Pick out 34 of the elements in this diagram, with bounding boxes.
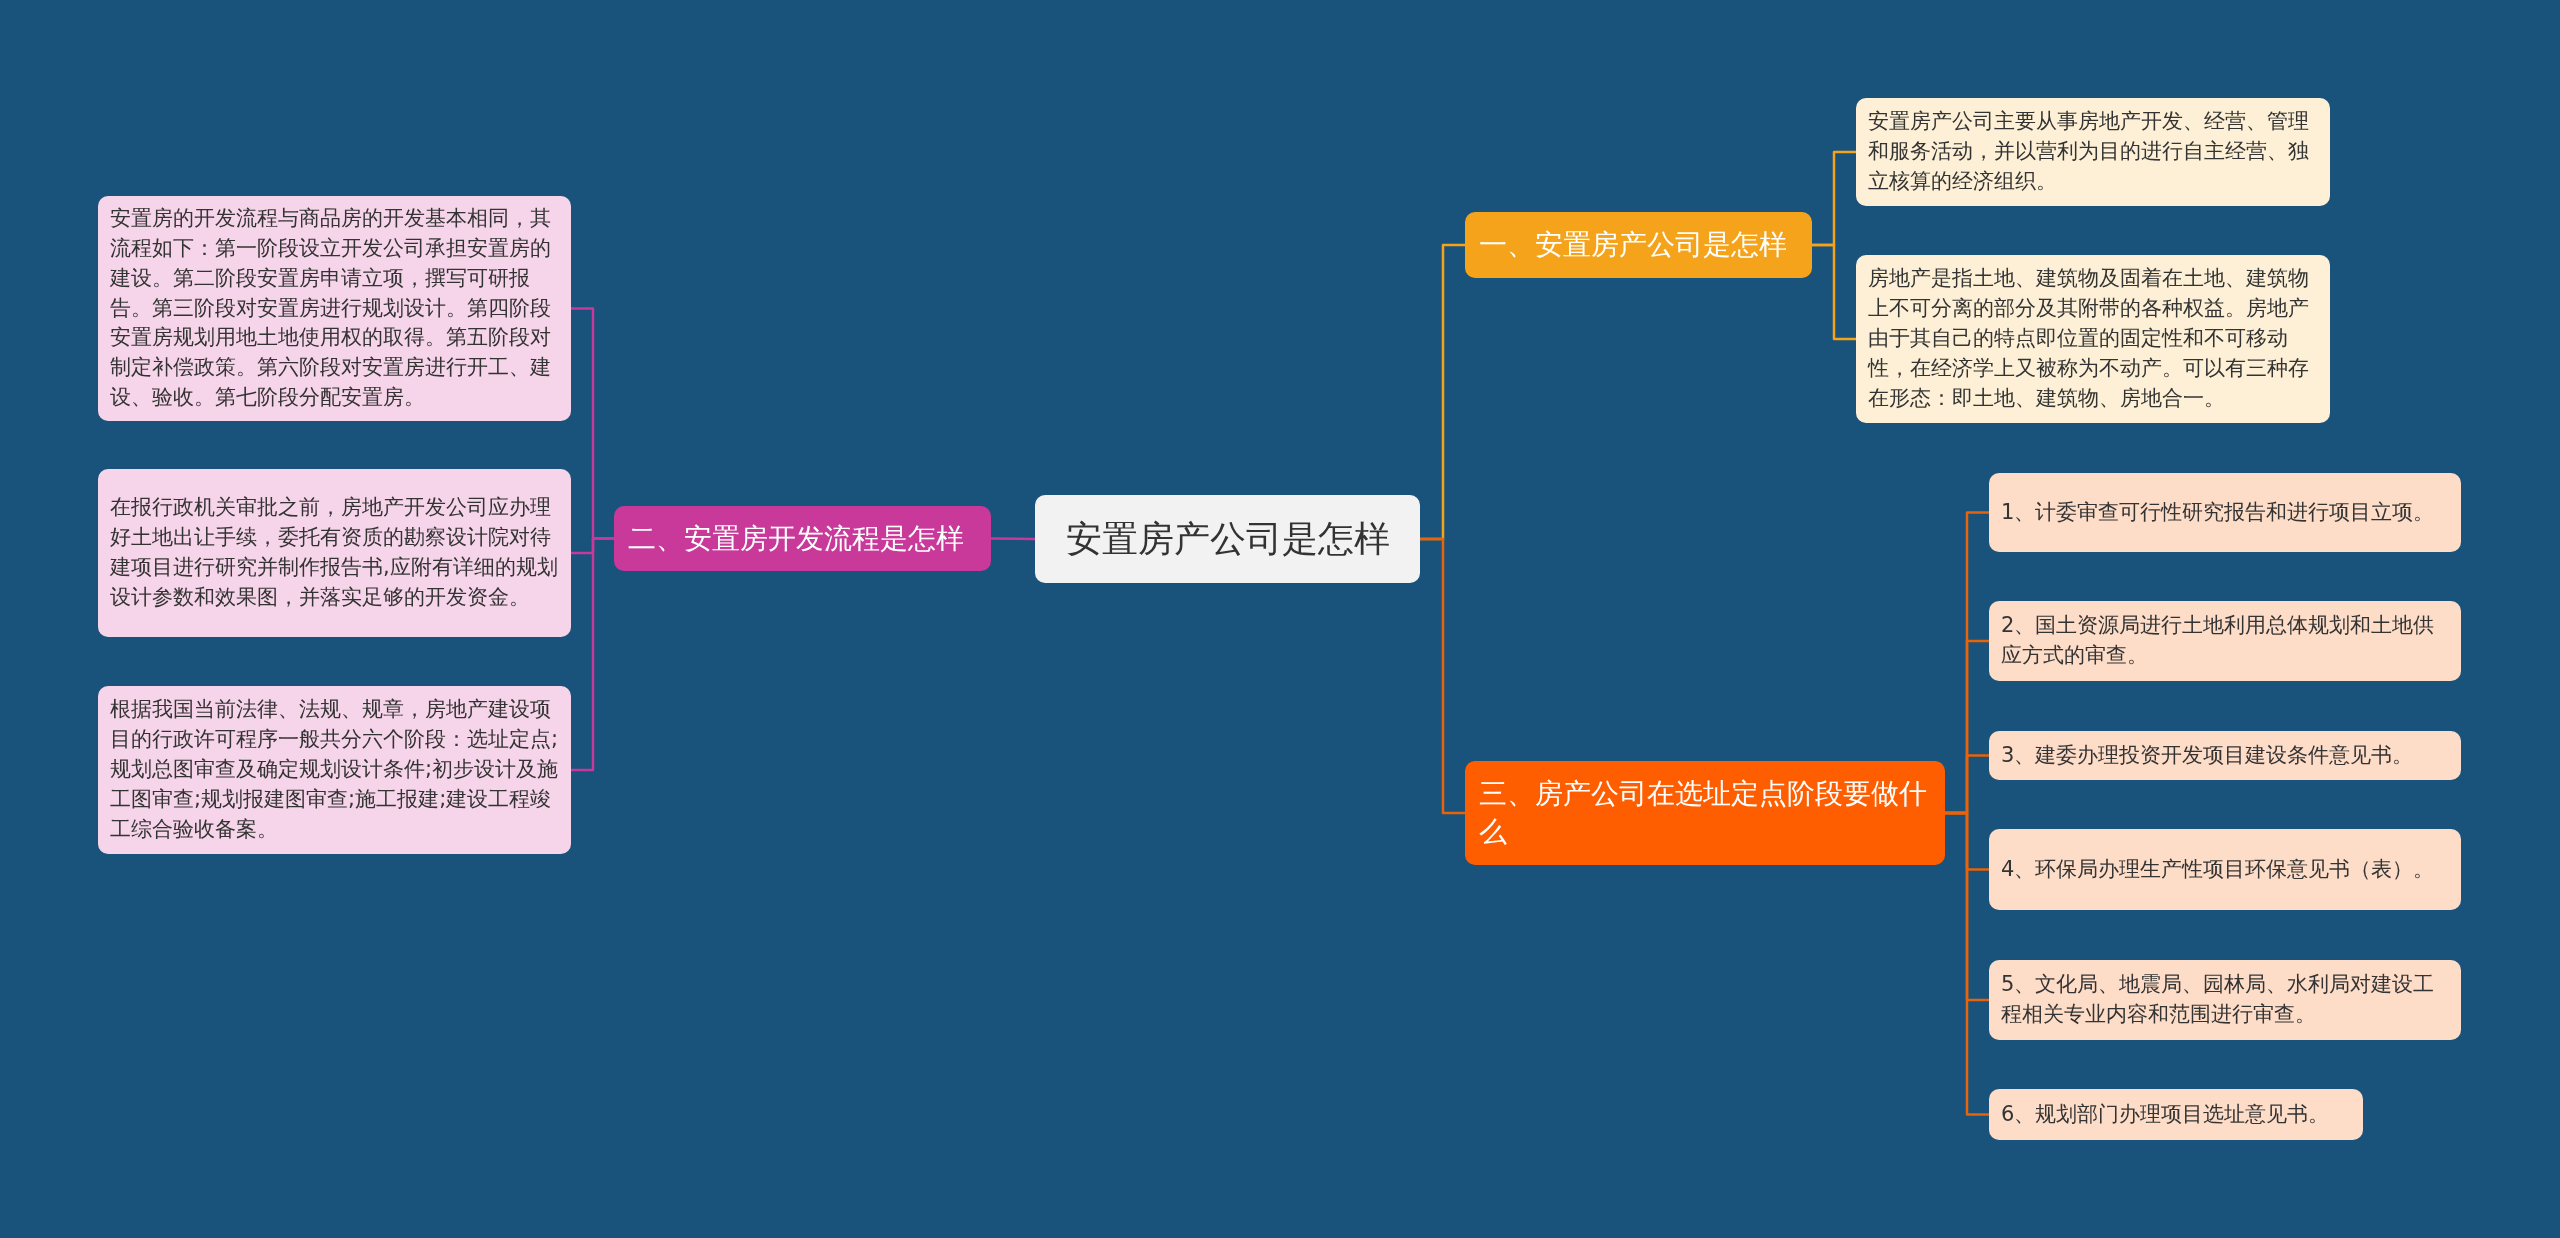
note-card — [1989, 960, 2461, 1040]
connector-line — [1420, 537, 1465, 815]
note-card — [1989, 601, 2461, 681]
central-topic-box — [1035, 495, 1420, 583]
note-card — [1856, 98, 2330, 206]
topic-text: 一、安置房产公司是怎样 — [1479, 227, 1787, 264]
note-text: 4、环保局办理生产性项目环保意见书（表）。 — [2001, 855, 2435, 883]
note-text: 1、计委审查可行性研究报告和进行项目立项。 — [2001, 498, 2435, 526]
note-text: 安置房产公司主要从事房地产开发、经营、管理和服务活动，并以营利为目的进行自主经营、独立核算的经济组织。 — [1868, 108, 2310, 195]
note-card — [1989, 473, 2461, 552]
note-text: 房地产是指土地、建筑物及固着在土地、建筑物上不可分离的部分及其附带的各种权益。房地产由于其自己的特点即位置的固定性和不可移动性，在经济学上又被称为不动产。可以有三种存在形态：即土地、建筑物、房地合一。 — [1868, 265, 2310, 412]
note-text: 3、建委办理投资开发项目建设条件意见书。 — [2001, 741, 2414, 769]
note-card — [1856, 255, 2330, 423]
note-card — [98, 686, 571, 854]
branch-topic-box — [1465, 761, 1945, 865]
connector-line — [571, 537, 614, 772]
branch-topic-box — [614, 506, 991, 571]
topic-text: 安置房产公司是怎样 — [1065, 516, 1390, 561]
note-card — [1989, 1089, 2363, 1140]
note-text: 5、文化局、地震局、园林局、水利局对建设工程相关专业内容和范围进行审查。 — [2001, 971, 2436, 1028]
note-text: 在报行政机关审批之前，房地产开发公司应办理好土地出让手续，委托有资质的勘察设计院对待建项目进行研究并制作报告书,应附有详细的规划设计参数和效果图，并落实足够的开发资金。 — [110, 494, 559, 611]
note-card — [98, 469, 571, 637]
topic-text: 三、房产公司在选址定点阶段要做什么 — [1479, 776, 1928, 850]
topic-text: 二、安置房开发流程是怎样 — [628, 520, 964, 557]
connector-line — [1945, 811, 1989, 1116]
branch-topic-box — [1465, 212, 1812, 278]
note-card — [1989, 731, 2461, 780]
note-text: 根据我国当前法律、法规、规章，房地产建设项目的行政许可程序一般共分六个阶段：选址定点;规划总图审查及确定规划设计条件;初步设计及施工图审查;规划报建图审查;施工报建;建设工程竣工综合验收备案。 — [110, 696, 559, 843]
note-text: 安置房的开发流程与商品房的开发基本相同，其流程如下：第一阶段设立开发公司承担安置房的建设。第二阶段安置房申请立项，撰写可研报告。第三阶段对安置房进行规划设计。第四阶段安置房规划用地土地使用权的取得。第五阶段对制定补偿政策。第六阶段对安置房进行开工、建设、验收。第七阶段分配安置房。 — [110, 205, 552, 412]
connector-line — [991, 537, 1035, 541]
connector-line — [1812, 243, 1856, 341]
note-card — [1989, 829, 2461, 910]
note-text: 2、国土资源局进行土地利用总体规划和土地供应方式的审查。 — [2001, 612, 2436, 669]
note-text: 6、规划部门办理项目选址意见书。 — [2001, 1100, 2330, 1128]
